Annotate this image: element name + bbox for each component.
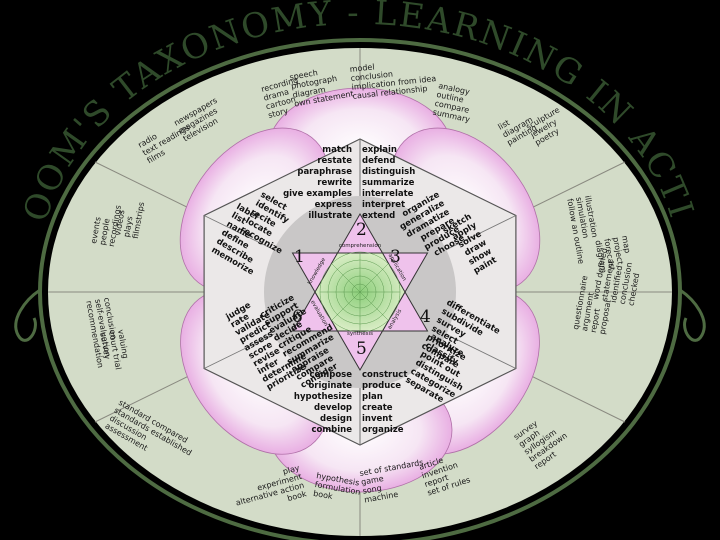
level-number: 3 [390,247,401,267]
core-star [264,196,456,388]
web-spoke [359,263,389,293]
verbs-synthesis-left-line: hypothesize [294,392,352,402]
outer-right-b: mapprojectforecastdiagram [593,235,634,274]
verbs-comprehension-right-line: explain [362,145,397,155]
verbs-synthesis-right-line: construct [362,370,407,380]
level-number: 2 [356,220,367,240]
outer-top-c: modelconclusionimplication from ideacaus… [349,56,437,101]
web-spoke [331,263,361,293]
rope-border [14,38,706,540]
level-number: 1 [294,247,305,267]
outer-bottom-c-line: game [360,474,384,487]
outer-bottom-b-line: book [313,489,334,501]
verbs-comprehension-left-line: rewrite [317,178,352,188]
verbs-synthesis-left-line: design [320,414,352,424]
verbs-comprehension-left-line: restate [317,156,352,166]
verbs-synthesis-left-line: compose [310,370,353,380]
outer-right-d: word definedstatementidentifiedconclusio… [591,247,644,306]
verbs-synthesis-right-line: invent [362,414,392,424]
verbs-synthesis-left-line: develop [314,403,352,413]
verbs-comprehension-right-line: interrelate [362,189,414,199]
outer-right-c-line: report [589,308,602,334]
web-spoke [331,291,361,321]
outer-bottom-c-line: song [362,483,382,495]
verbs-comprehension-left-line: illustrate [308,211,352,221]
verbs-comprehension-right-line: summarize [362,178,415,188]
verbs-synthesis-right-line: plan [362,392,383,402]
verbs-synthesis-left-line: originate [308,381,352,391]
outer-right-b-line: map [620,235,632,254]
outer-bottom-b: hypothesisformulationbook [313,471,363,506]
verbs-comprehension-left-line: match [322,145,352,155]
verbs-synthesis-right-line: organize [362,425,404,435]
verbs-analysis-b: analyzeclassifypoint outdistinguishcateg… [404,332,480,411]
verbs-synthesis-left-line: combine [311,425,352,435]
verbs-synthesis-right-line: create [362,403,393,413]
outer-left-d-line: plays [122,216,135,238]
outer-left-d-line: videos [113,209,126,236]
verbs-comprehension-right-line: defend [362,156,395,166]
verbs-comprehension-right-line: distinguish [362,167,415,177]
level-number: 6 [292,307,303,327]
outer-top-c-line: conclusion [350,70,393,83]
level-number: 4 [420,307,431,327]
outer-top-c-line: model [349,62,375,74]
verbs-analysis-a: differentiatesubdividesurveyselectpriori… [420,298,502,380]
verbs-comprehension-right-line: extend [362,211,395,221]
level-name: synthesis [347,331,373,337]
level-name: comprehension [339,243,382,249]
verbs-comprehension-right-line: interpret [362,200,405,210]
verbs-comprehension-left-line: paraphrase [297,167,352,177]
verbs-comprehension-left-line: give examples [283,189,352,199]
level-number: 5 [356,339,367,359]
verbs-comprehension-left-line: express [315,200,352,210]
verbs-synthesis-right-line: produce [362,381,401,391]
outer-bottom-a-line: play [282,463,301,476]
web-spoke [359,291,389,321]
